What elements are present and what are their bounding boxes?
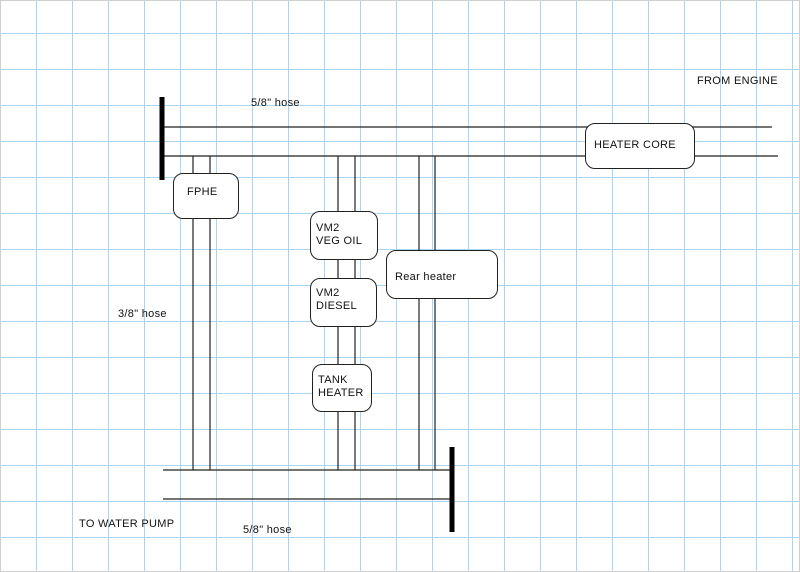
fphe-box: FPHE [173, 173, 239, 219]
vm2-veg-oil-label: VM2 VEG OIL [316, 222, 363, 247]
heater-core-box: HEATER CORE [585, 123, 695, 169]
to-water-pump-label: TO WATER PUMP [79, 518, 175, 530]
top-hose-label: 5/8" hose [251, 97, 300, 109]
vm2-diesel-label: VM2 DIESEL [316, 287, 357, 312]
fphe-label: FPHE [187, 186, 218, 198]
left-hose-label: 3/8" hose [118, 308, 167, 320]
tank-heater-label: TANK HEATER [318, 374, 364, 399]
bottom-hose-label: 5/8" hose [243, 524, 292, 536]
vm2-veg-oil-box: VM2 VEG OIL [310, 211, 378, 260]
rear-heater-label: Rear heater [395, 271, 457, 283]
tank-heater-box: TANK HEATER [312, 364, 372, 412]
rear-heater-box: Rear heater [386, 250, 498, 299]
from-engine-label: FROM ENGINE [697, 75, 778, 87]
heater-core-label: HEATER CORE [594, 139, 676, 151]
vm2-diesel-box: VM2 DIESEL [310, 278, 377, 327]
